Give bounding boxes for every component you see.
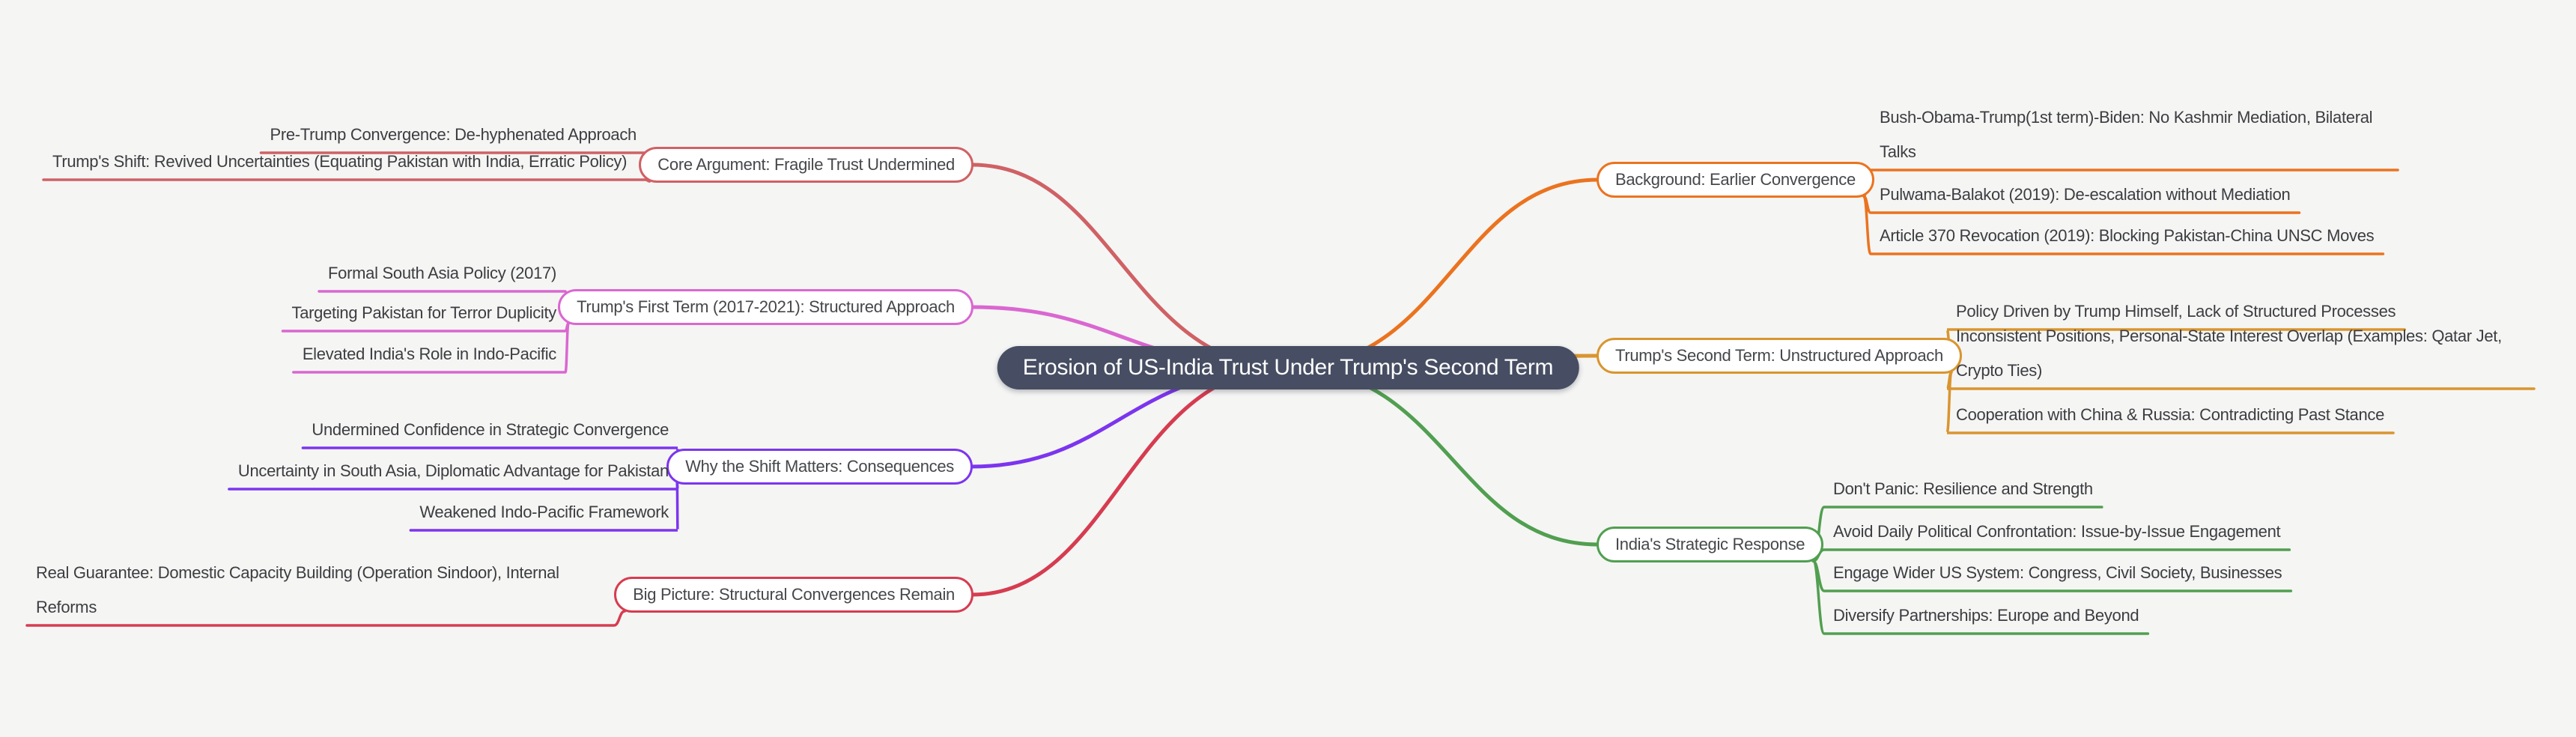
leaf-node[interactable]: Uncertainty in South Asia, Diplomatic Ad… [237, 461, 669, 480]
leaf-node[interactable]: Article 370 Revocation (2019): Blocking … [1880, 226, 2375, 245]
leaf-node[interactable]: Real Guarantee: Domestic Capacity Buildi… [36, 563, 559, 616]
connector-link [409, 482, 679, 532]
branch-node-background-convergence[interactable]: Background: Earlier Convergence [1597, 162, 1874, 198]
branch-node-why-shift-matters[interactable]: Why the Shift Matters: Consequences [666, 449, 973, 485]
leaf-node[interactable]: Inconsistent Positions, Personal-State I… [1956, 327, 2502, 380]
connector-link [970, 366, 1290, 597]
leaf-node[interactable]: Diversify Partnerships: Europe and Beyon… [1833, 606, 2139, 625]
branch-node-big-picture[interactable]: Big Picture: Structural Convergences Rem… [614, 577, 973, 613]
connector-link [1286, 366, 1600, 547]
leaf-node[interactable]: Targeting Pakistan for Terror Duplicity [291, 303, 557, 322]
branch-node-second-term[interactable]: Trump's Second Term: Unstructured Approa… [1597, 338, 1962, 374]
leaf-node[interactable]: Pre-Trump Convergence: De-hyphenated App… [270, 125, 637, 144]
leaf-node[interactable]: Don't Panic: Resilience and Strength [1833, 479, 2093, 498]
root-node[interactable]: Erosion of US-India Trust Under Trump's … [997, 346, 1579, 389]
leaf-node[interactable]: Undermined Confidence in Strategic Conve… [312, 420, 669, 439]
branch-node-core-argument[interactable]: Core Argument: Fragile Trust Undermined [639, 147, 973, 183]
branch-node-india-response[interactable]: India's Strategic Response [1597, 527, 1824, 562]
leaf-node[interactable]: Elevated India's Role in Indo-Pacific [302, 345, 556, 363]
connector-link [970, 163, 1290, 370]
connector-link [1945, 371, 2395, 434]
leaf-node[interactable]: Weakened Indo-Pacific Framework [419, 503, 669, 521]
connector-link [1286, 178, 1600, 370]
leaf-node[interactable]: Policy Driven by Trump Himself, Lack of … [1956, 302, 2396, 321]
leaf-node[interactable]: Formal South Asia Policy (2017) [328, 264, 556, 282]
leaf-node[interactable]: Engage Wider US System: Congress, Civil … [1833, 563, 2282, 582]
leaf-node[interactable]: Pulwama-Balakot (2019): De-escalation wi… [1880, 185, 2291, 204]
connector-link [1811, 559, 2150, 635]
leaf-node[interactable]: Avoid Daily Political Confrontation: Iss… [1833, 522, 2281, 541]
branch-node-first-term[interactable]: Trump's First Term (2017-2021): Structur… [558, 289, 973, 325]
connector-link [1862, 195, 2385, 255]
leaf-node[interactable]: Bush-Obama-Trump(1st term)-Biden: No Kas… [1880, 108, 2373, 161]
connector-link [292, 322, 570, 374]
connector-link [25, 610, 626, 627]
leaf-node[interactable]: Cooperation with China & Russia: Contrad… [1956, 405, 2385, 424]
leaf-node[interactable]: Trump's Shift: Revived Uncertainties (Eq… [52, 152, 628, 171]
